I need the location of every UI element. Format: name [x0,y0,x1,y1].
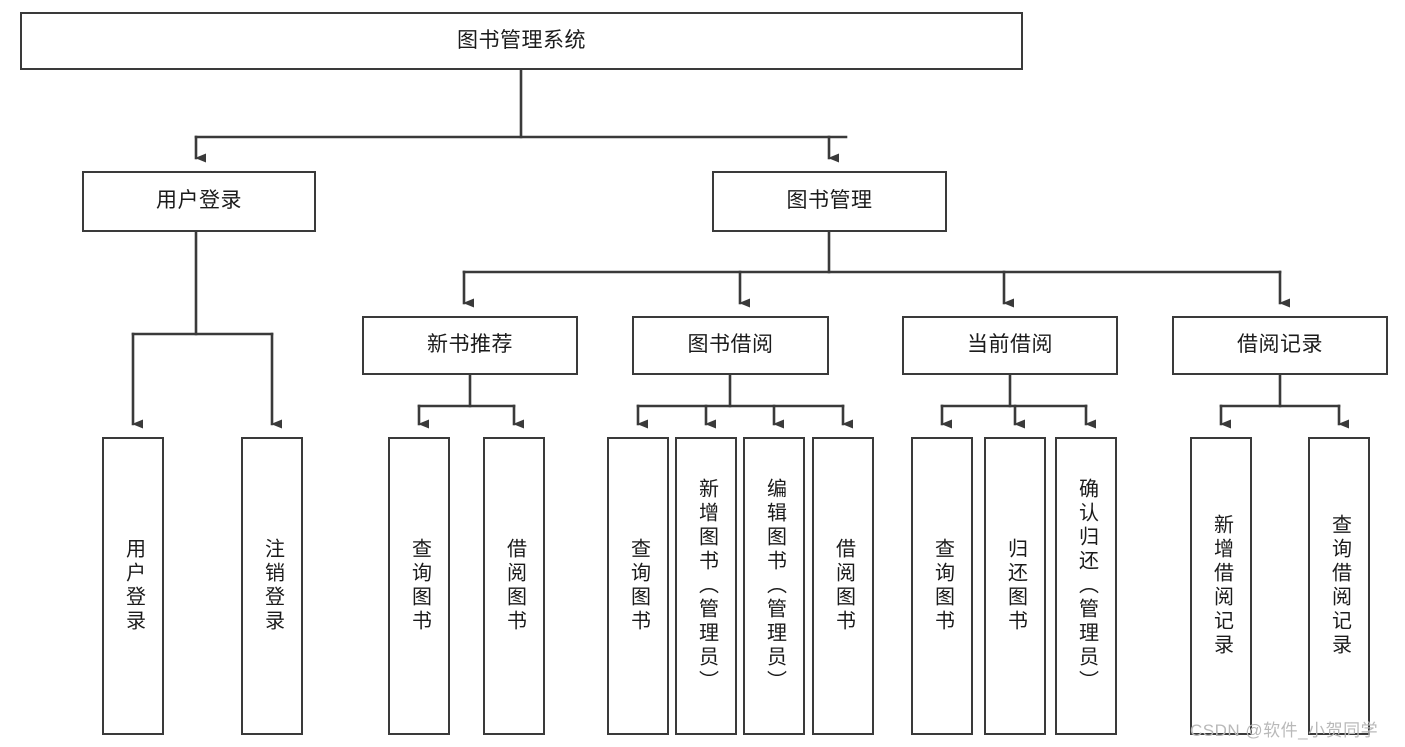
node-book-borrow-label: 图书借阅 [687,333,774,357]
node-leaf-user-logout[interactable]: 注销登录 [241,437,303,735]
node-leaf-add-book[interactable]: 新增图书（管理员） [675,437,737,735]
node-root-label: 图书管理系统 [457,28,586,52]
node-borrow-record[interactable]: 借阅记录 [1172,316,1388,375]
node-book-manage-label: 图书管理 [786,189,873,213]
node-leaf-add-record[interactable]: 新增借阅记录 [1190,437,1252,735]
node-user-login-label: 用户登录 [156,189,242,213]
node-leaf-edit-book[interactable]: 编辑图书（管理员） [743,437,805,735]
node-leaf-query-book-borrow[interactable]: 查询图书 [607,437,669,735]
node-leaf-add-record-label: 新增借阅记录 [1210,514,1233,658]
node-leaf-query-book-rec-label: 查询图书 [408,538,431,634]
node-current-borrow[interactable]: 当前借阅 [902,316,1118,375]
node-leaf-confirm-return[interactable]: 确认归还（管理员） [1055,437,1117,735]
node-current-borrow-label: 当前借阅 [967,333,1053,357]
node-leaf-user-login-label: 用户登录 [122,538,145,634]
node-leaf-borrow-book-label: 借阅图书 [832,538,855,634]
node-leaf-confirm-return-label: 确认归还（管理员） [1075,478,1098,694]
node-leaf-add-book-label: 新增图书（管理员） [695,478,718,694]
node-leaf-query-book-rec[interactable]: 查询图书 [388,437,450,735]
node-leaf-query-record-label: 查询借阅记录 [1328,514,1351,658]
node-leaf-user-login[interactable]: 用户登录 [102,437,164,735]
node-leaf-query-book-borrow-label: 查询图书 [627,538,650,634]
node-leaf-query-book-cur-label: 查询图书 [931,538,954,634]
node-leaf-query-record[interactable]: 查询借阅记录 [1308,437,1370,735]
node-new-book-rec[interactable]: 新书推荐 [362,316,578,375]
node-leaf-edit-book-label: 编辑图书（管理员） [763,478,786,694]
node-new-book-rec-label: 新书推荐 [427,333,513,357]
node-leaf-borrow-book-rec[interactable]: 借阅图书 [483,437,545,735]
node-leaf-return-book[interactable]: 归还图书 [984,437,1046,735]
node-user-login[interactable]: 用户登录 [82,171,316,232]
node-leaf-borrow-book-rec-label: 借阅图书 [503,538,526,634]
node-leaf-user-logout-label: 注销登录 [261,538,284,634]
node-borrow-record-label: 借阅记录 [1237,333,1323,357]
node-leaf-borrow-book[interactable]: 借阅图书 [812,437,874,735]
node-root[interactable]: 图书管理系统 [20,12,1023,70]
node-book-borrow[interactable]: 图书借阅 [632,316,829,375]
node-leaf-return-book-label: 归还图书 [1004,538,1027,634]
node-book-manage[interactable]: 图书管理 [712,171,947,232]
node-leaf-query-book-cur[interactable]: 查询图书 [911,437,973,735]
